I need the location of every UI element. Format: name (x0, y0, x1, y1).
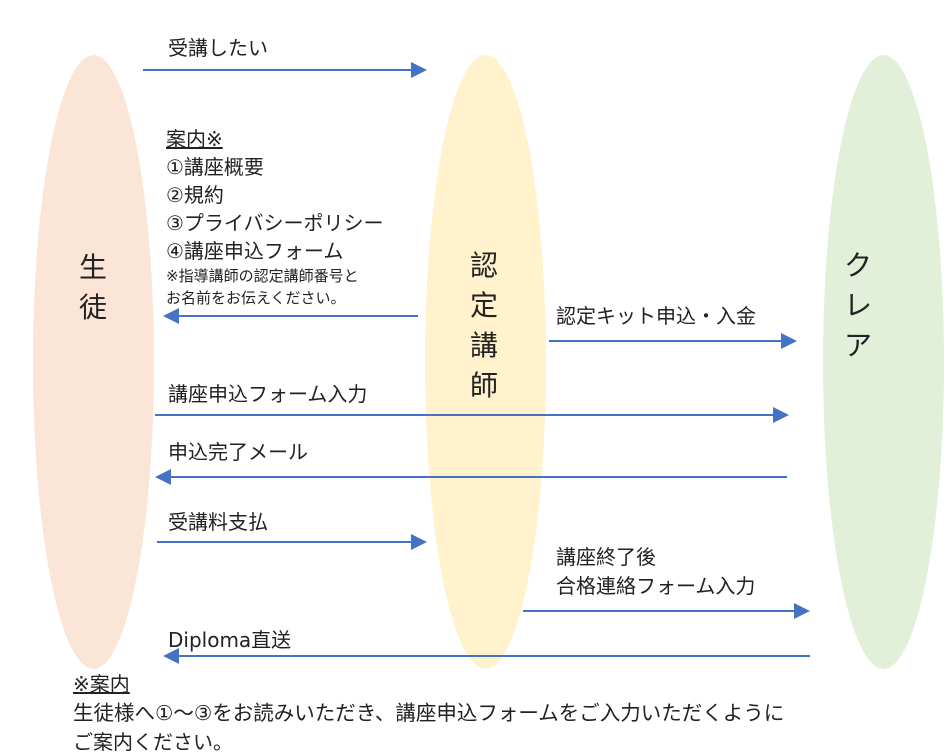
guidance-item: ④講座申込フォーム (166, 239, 344, 263)
footnote-line: 生徒様へ①～③をお読みいただき、講座申込フォームをご入力いただくように (73, 701, 785, 725)
instructor-lifeline (425, 55, 546, 669)
msg-after-course: 講座終了後 (556, 545, 656, 569)
instructor-label-char: 講 (469, 329, 498, 362)
instructor-label-char: 認 (469, 249, 498, 282)
student-label-char: 徒 (78, 291, 107, 324)
guidance-title: 案内※ (166, 127, 223, 151)
msg-form-input: 講座申込フォーム入力 (168, 382, 368, 406)
footnote-line: ご案内ください。 (73, 730, 233, 754)
instructor-label-char: 師 (469, 369, 498, 402)
student-lifeline (33, 55, 154, 669)
msg-complete-mail: 申込完了メール (168, 440, 308, 464)
clair-label-char: ク (843, 249, 872, 282)
guidance-note: ※指導講師の認定講師番号と (166, 267, 359, 285)
msg-request: 受講したい (168, 36, 268, 60)
msg-diploma: Diploma直送 (168, 628, 292, 652)
guidance-item: ②規約 (166, 183, 224, 207)
guidance-note: お名前をお伝えください。 (166, 289, 346, 307)
guidance-item: ③プライバシーポリシー (166, 211, 384, 235)
msg-kit-order: 認定キット申込・入金 (556, 304, 756, 328)
student-label-char: 生 (78, 251, 107, 284)
clair-lifeline (823, 55, 944, 669)
clair-label-char: レ (843, 289, 872, 322)
guidance-item: ①講座概要 (166, 155, 264, 179)
footnote-title: ※案内 (73, 672, 130, 696)
clair-label: ク レ ア (838, 246, 878, 366)
clair-label-char: ア (843, 329, 872, 362)
instructor-label-char: 定 (469, 289, 498, 322)
instructor-label: 認 定 講 師 (464, 246, 504, 406)
student-label: 生 徒 (73, 248, 113, 328)
msg-pass-form: 合格連絡フォーム入力 (556, 574, 756, 598)
msg-guidance: 案内※ ①講座概要 ②規約 ③プライバシーポリシー ④講座申込フォーム ※指導講… (166, 125, 384, 309)
msg-payment: 受講料支払 (168, 510, 268, 534)
